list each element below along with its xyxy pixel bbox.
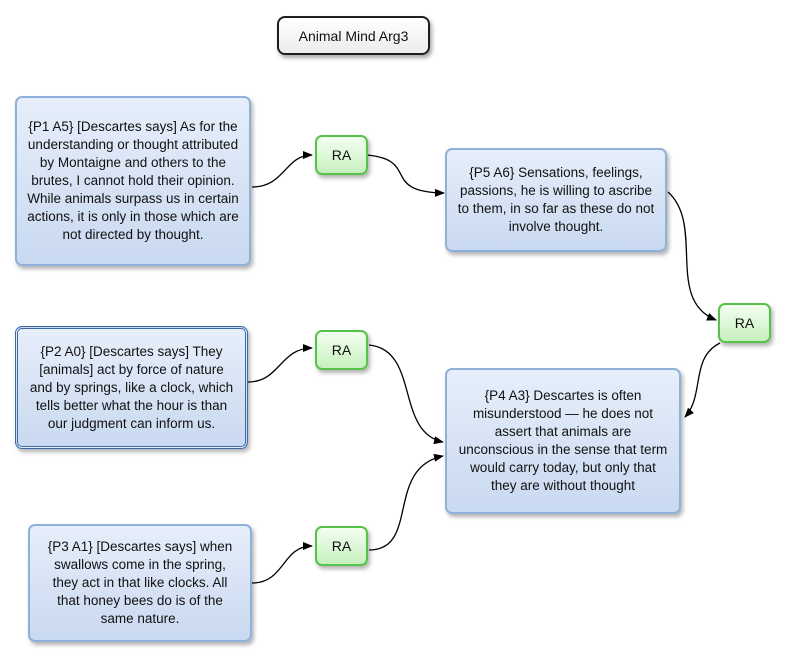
edge-ra1-to-p5 (366, 154, 445, 197)
ra-node-1[interactable]: RA (315, 135, 368, 175)
node-p2[interactable]: {P2 A0} [Descartes says] They [animals] … (15, 326, 248, 449)
edge-p1-to-ra1 (251, 151, 313, 188)
edge-ra4-to-p4 (684, 342, 721, 418)
edge-p2-to-ra2 (247, 344, 313, 383)
node-p5[interactable]: {P5 A6} Sensations, feelings, passions, … (445, 148, 667, 252)
node-p4[interactable]: {P4 A3} Descartes is often misunderstood… (445, 368, 681, 514)
ra-node-2[interactable]: RA (315, 330, 368, 370)
node-p1[interactable]: {P1 A5} [Descartes says] As for the unde… (15, 96, 251, 266)
edge-ra2-to-p4 (368, 344, 444, 445)
node-p3[interactable]: {P3 A1} [Descartes says] when swallows c… (28, 524, 252, 642)
ra-node-3[interactable]: RA (315, 526, 368, 566)
ra-node-4[interactable]: RA (718, 303, 771, 343)
edge-ra3-to-p4 (368, 453, 444, 551)
edge-p5-to-ra4 (667, 191, 717, 321)
edge-p3-to-ra3 (251, 542, 313, 584)
diagram-title: Animal Mind Arg3 (277, 16, 430, 55)
